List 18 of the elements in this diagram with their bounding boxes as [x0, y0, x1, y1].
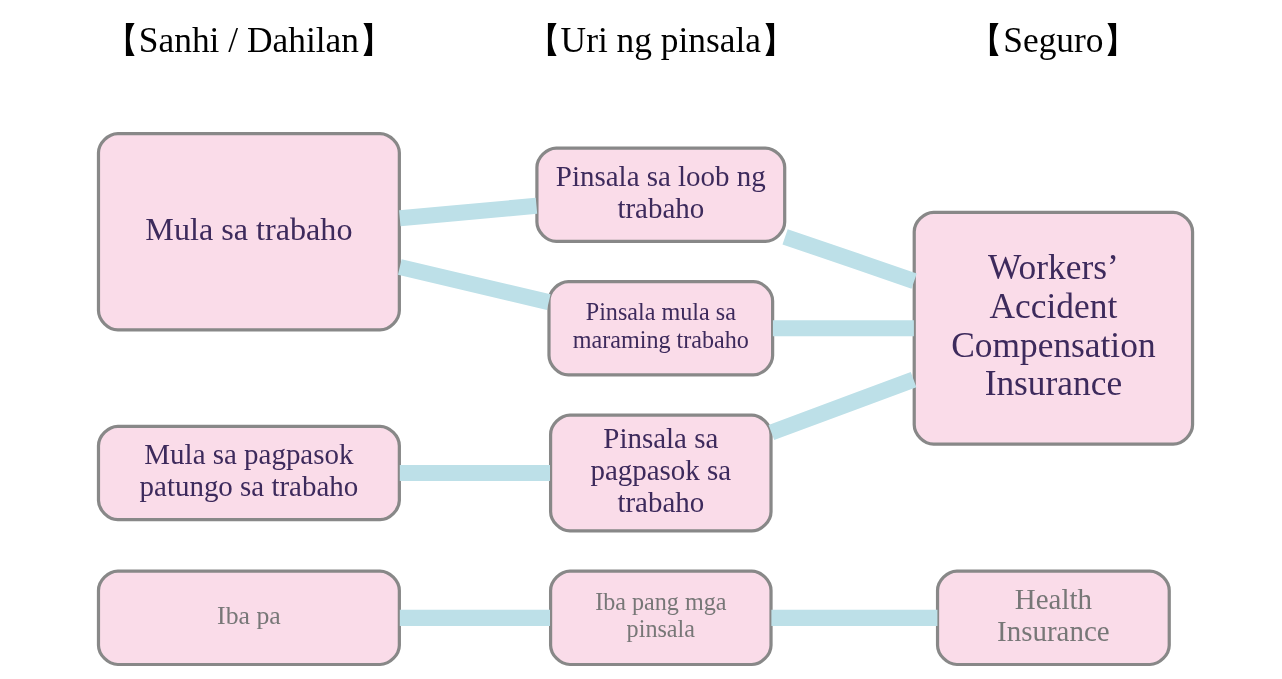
connector	[398, 197, 537, 227]
node-box: Health Insurance	[935, 569, 1171, 667]
node-box: Workers’ Accident Compensation Insurance	[912, 210, 1194, 446]
label: 【Sanhi / Dahilan】	[103, 20, 394, 61]
connector	[772, 320, 914, 337]
connector	[399, 609, 550, 626]
label: 【Seguro】	[967, 20, 1138, 61]
node-box: Iba pang mga pinsala	[548, 569, 773, 667]
node-box: Mula sa trabaho	[96, 131, 401, 332]
connector	[770, 609, 937, 626]
node-box: Mula sa pagpasok patungo sa trabaho	[96, 424, 401, 522]
node-box: Iba pa	[96, 569, 401, 667]
connector	[768, 372, 916, 441]
label: 【Uri ng pinsala】	[525, 20, 796, 61]
node-box: Pinsala sa pagpasok sa trabaho	[548, 413, 773, 533]
connector	[399, 465, 550, 482]
node-box: Pinsala mula sa maraming trabaho	[546, 279, 774, 377]
node-box: Pinsala sa loob ng trabaho	[534, 146, 786, 243]
